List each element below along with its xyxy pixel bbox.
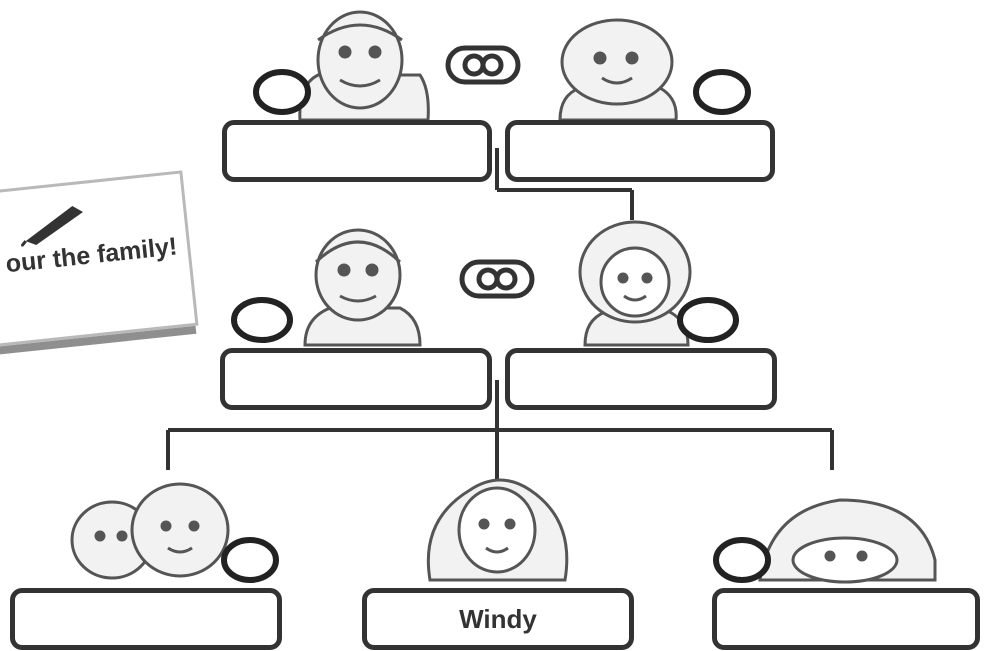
- badge-child-right: [716, 540, 768, 580]
- name-box-grandmother[interactable]: [505, 120, 775, 182]
- name-box-child-center[interactable]: Windy: [362, 588, 634, 650]
- instruction-card: our the family!: [0, 170, 199, 349]
- badge-grandfather: [256, 72, 308, 112]
- child-center-figure: [428, 480, 566, 580]
- child-left-figure: [72, 484, 228, 578]
- badge-grandmother: [696, 72, 748, 112]
- grandmother-figure: [560, 20, 676, 120]
- name-box-grandfather[interactable]: [222, 120, 492, 182]
- name-box-child-left[interactable]: [10, 588, 282, 650]
- child-right-figure: [760, 500, 935, 582]
- grandfather-figure: [300, 12, 429, 120]
- name-box-mother[interactable]: [505, 348, 777, 410]
- name-box-child-right[interactable]: [712, 588, 980, 650]
- rings-icon-top: [448, 48, 518, 82]
- rings-icon-middle: [462, 262, 532, 296]
- badge-child-left: [224, 540, 276, 580]
- father-figure: [305, 230, 420, 345]
- badge-father: [234, 300, 290, 340]
- name-box-father[interactable]: [220, 348, 492, 410]
- mother-figure: [580, 222, 690, 345]
- badge-mother: [680, 300, 736, 340]
